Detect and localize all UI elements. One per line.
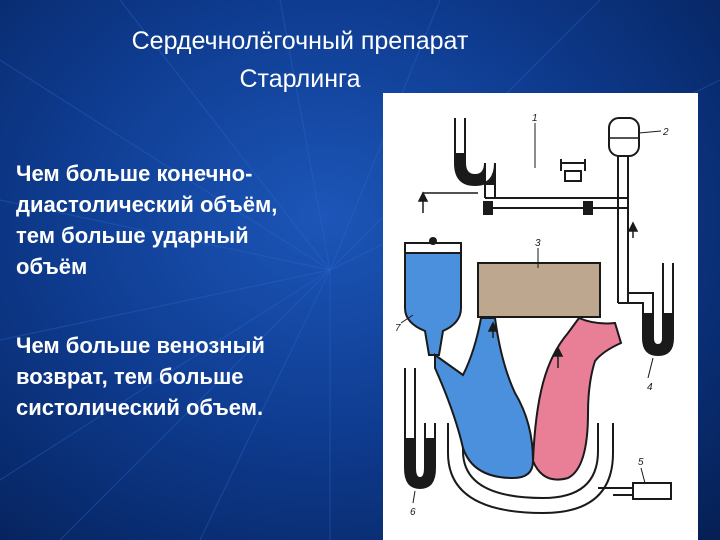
diagram-label-3: 3: [535, 238, 541, 249]
paragraph1-line: тем больше ударный: [16, 223, 249, 248]
reservoir-2: [608, 117, 640, 157]
title-line-1: Сердечнолёгочный препарат: [131, 27, 469, 55]
reservoir-3: [477, 262, 601, 318]
diagram-label-7: 7: [395, 323, 401, 334]
title-line-2: Старлинга: [239, 65, 361, 93]
paragraph1-line: объём: [16, 254, 88, 279]
paragraph-ventricular-volume: Чем больше конечно- диастолический объём…: [16, 158, 376, 282]
right-heart-blue: [434, 317, 535, 480]
starling-preparation-diagram: 1 2 3 4 5 6 7: [383, 93, 698, 540]
paragraph-venous-return: Чем больше венозный возврат, тем больше …: [16, 330, 376, 423]
paragraph1-line: Чем больше конечно-: [16, 161, 253, 186]
paragraph2-line: систолический объем.: [16, 395, 264, 420]
diagram-label-2: 2: [662, 127, 669, 138]
left-heart-pink: [531, 316, 623, 481]
paragraph2-line: возврат, тем больше: [16, 364, 244, 389]
diagram-label-6: 6: [410, 507, 416, 518]
diagram-label-1: 1: [532, 113, 538, 124]
diagram-label-5: 5: [638, 457, 644, 468]
slide-title: Сердечнолёгочный препарат Старлинга: [80, 22, 520, 98]
paragraph1-line: диастолический объём,: [16, 192, 278, 217]
venous-reservoir-7: [404, 252, 462, 356]
paragraph2-line: Чем больше венозный: [16, 333, 265, 358]
diagram-label-4: 4: [647, 382, 653, 393]
